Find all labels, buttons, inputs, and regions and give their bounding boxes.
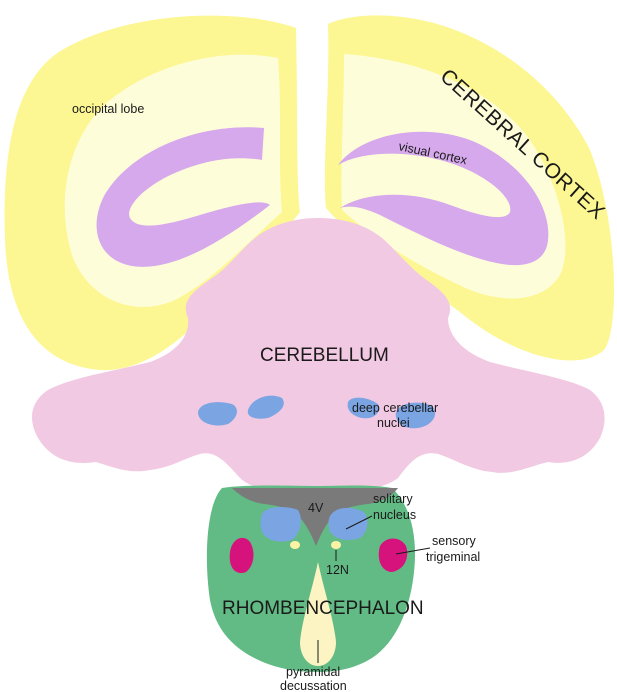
solitary-nucleus-left [261,507,301,542]
label-occipital-lobe: occipital lobe [72,102,144,116]
label-solitary-1: solitary [373,492,413,506]
label-sensory-2: trigeminal [426,550,480,564]
label-deep-cerebellar-2: nuclei [377,416,410,430]
label-hypoglossal: 12N [326,563,349,577]
label-solitary-2: nucleus [373,508,416,522]
label-rhombencephalon: RHOMBENCEPHALON [222,598,424,619]
hypoglossal-nucleus-right [331,541,341,549]
label-cerebellum: CEREBELLUM [260,345,389,366]
label-sensory-1: sensory [432,534,477,548]
label-deep-cerebellar-1: deep cerebellar [352,401,438,415]
hypoglossal-nucleus-left [290,541,300,549]
label-pyramidal-1: pyramidal [286,665,340,679]
label-pyramidal-2: decussation [280,679,347,692]
solitary-nucleus-right [329,508,368,540]
label-fourth-ventricle: 4V [308,501,324,515]
